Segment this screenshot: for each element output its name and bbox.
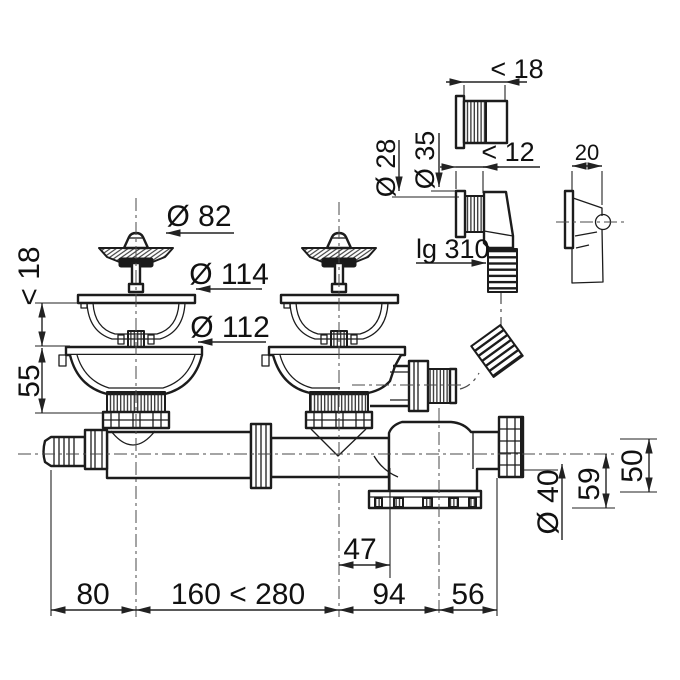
overflow-elbow bbox=[454, 189, 518, 293]
dimension-overflow-d35: Ø 35 bbox=[410, 131, 457, 192]
overflow-outlet-thread bbox=[427, 368, 451, 404]
dim-span-pipe-range: 160 < 280 bbox=[171, 578, 305, 611]
overflow-face-plate bbox=[563, 189, 612, 284]
dim-face-width: 20 bbox=[575, 140, 599, 165]
horizontal-waste-pipe bbox=[42, 422, 391, 490]
basket-flange bbox=[64, 345, 204, 357]
overflow-side-outlet bbox=[370, 359, 458, 413]
elbow-corrugated-outlet bbox=[487, 248, 518, 293]
dim-overflow-d28: Ø 28 bbox=[371, 139, 401, 198]
dim-span-branch: 47 bbox=[343, 533, 376, 566]
overflow-bush bbox=[454, 94, 509, 150]
hose-corrugated-segment bbox=[470, 324, 524, 378]
dimension-hose-length: lg 310 bbox=[416, 234, 490, 267]
outlet-elbow bbox=[367, 415, 525, 510]
dim-span-outlet: 94 bbox=[372, 578, 405, 611]
dim-hose-length: lg 310 bbox=[416, 234, 490, 264]
dimension-bottom-row: 80 160 < 280 94 56 bbox=[50, 470, 498, 616]
dim-outlet-diameter: Ø 40 bbox=[532, 469, 565, 534]
dim-body-diameter: Ø 112 bbox=[190, 311, 270, 344]
dim-plug-diameter: Ø 82 bbox=[166, 200, 231, 233]
dimension-overflow-collar: < 12 bbox=[440, 137, 540, 193]
pipe-end-plug bbox=[42, 428, 109, 471]
dimension-body-diameter: Ø 112 bbox=[190, 311, 270, 346]
dimension-overflow-bush: < 18 bbox=[446, 54, 544, 100]
dimension-face-width: 20 bbox=[571, 140, 603, 205]
pipe-coupling-nut bbox=[249, 422, 273, 490]
dim-overflow-d35: Ø 35 bbox=[410, 131, 440, 190]
dimension-flange-diameter: Ø 114 bbox=[189, 258, 269, 293]
strainer-body-left bbox=[58, 345, 204, 430]
strainer-body-right bbox=[261, 345, 458, 430]
dim-outlet-drop: 59 bbox=[573, 467, 606, 500]
inlet-dome bbox=[110, 430, 156, 446]
inlet-cone bbox=[310, 428, 367, 457]
dim-outlet-height: 50 bbox=[616, 449, 649, 482]
dim-span-left: 80 bbox=[76, 578, 109, 611]
dim-overflow-bush: < 18 bbox=[490, 54, 543, 84]
dim-flange-diameter: Ø 114 bbox=[189, 258, 269, 291]
centerlines bbox=[18, 198, 624, 617]
dim-span-right: 56 bbox=[451, 578, 484, 611]
dim-deck-thickness: < 18 bbox=[13, 246, 46, 305]
overflow-hose bbox=[459, 293, 524, 390]
dim-basket-depth: 55 bbox=[13, 364, 46, 397]
dimension-branch-47: 47 bbox=[339, 468, 391, 578]
dimension-deck-thickness: < 18 bbox=[13, 246, 79, 347]
outlet-nut bbox=[497, 415, 525, 479]
dimension-outlet-diameter: Ø 40 bbox=[524, 464, 566, 540]
dim-overflow-collar: < 12 bbox=[481, 137, 534, 167]
dimension-basket-depth: 55 bbox=[13, 348, 110, 414]
dimension-outlet-height: 50 bbox=[616, 438, 657, 493]
dimension-overflow-d28: Ø 28 bbox=[371, 139, 459, 198]
outlet-base-flange bbox=[367, 489, 483, 510]
dimension-plug-diameter: Ø 82 bbox=[166, 200, 234, 237]
dimension-outlet-drop: 59 bbox=[572, 454, 615, 509]
outlet-body bbox=[387, 420, 501, 493]
